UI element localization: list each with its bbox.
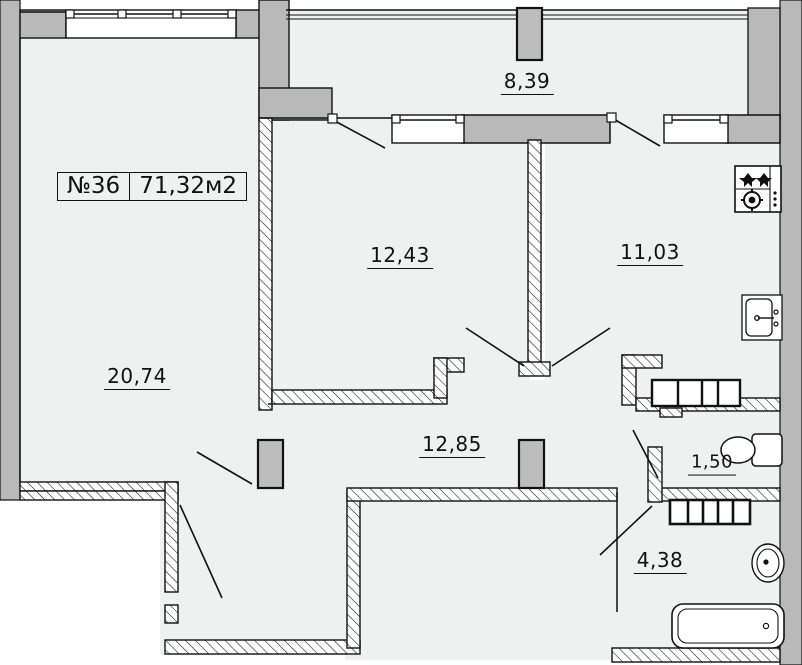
room-label-hall: 12,85 <box>419 434 485 458</box>
radiator-kitchen <box>650 378 742 408</box>
balcony-column <box>515 6 544 62</box>
toilet-icon <box>720 433 783 467</box>
room-label-toilet: 1,50 <box>687 453 737 476</box>
kitchen-sink-icon <box>741 294 783 341</box>
bathtub-icon <box>671 603 785 649</box>
door-swings <box>179 112 661 599</box>
window-living-room <box>65 9 237 39</box>
balcony-bottom-walls <box>461 114 781 144</box>
apartment-badge: №36 71,32м2 <box>57 172 248 201</box>
plan-outlines <box>19 11 618 612</box>
balcony-right-pier <box>747 7 781 121</box>
radiator-bathroom <box>668 498 752 526</box>
room-label-balcony: 8,39 <box>500 71 554 95</box>
room-label-bathroom: 4,38 <box>633 550 687 574</box>
apartment-area: 71,32м2 <box>139 173 238 199</box>
window-bedroom <box>391 114 465 144</box>
stove-icon <box>734 165 782 213</box>
apartment-number: №36 <box>58 173 131 200</box>
window-kitchen <box>663 114 729 144</box>
column-living-room <box>256 438 285 490</box>
column-hall <box>517 438 546 490</box>
interior-walls <box>19 117 781 663</box>
washbasin-icon <box>751 543 785 583</box>
room-label-kitchen: 11,03 <box>617 242 683 266</box>
room-label-bedroom: 12,43 <box>367 245 433 269</box>
room-label-living-room: 20,74 <box>104 366 170 390</box>
